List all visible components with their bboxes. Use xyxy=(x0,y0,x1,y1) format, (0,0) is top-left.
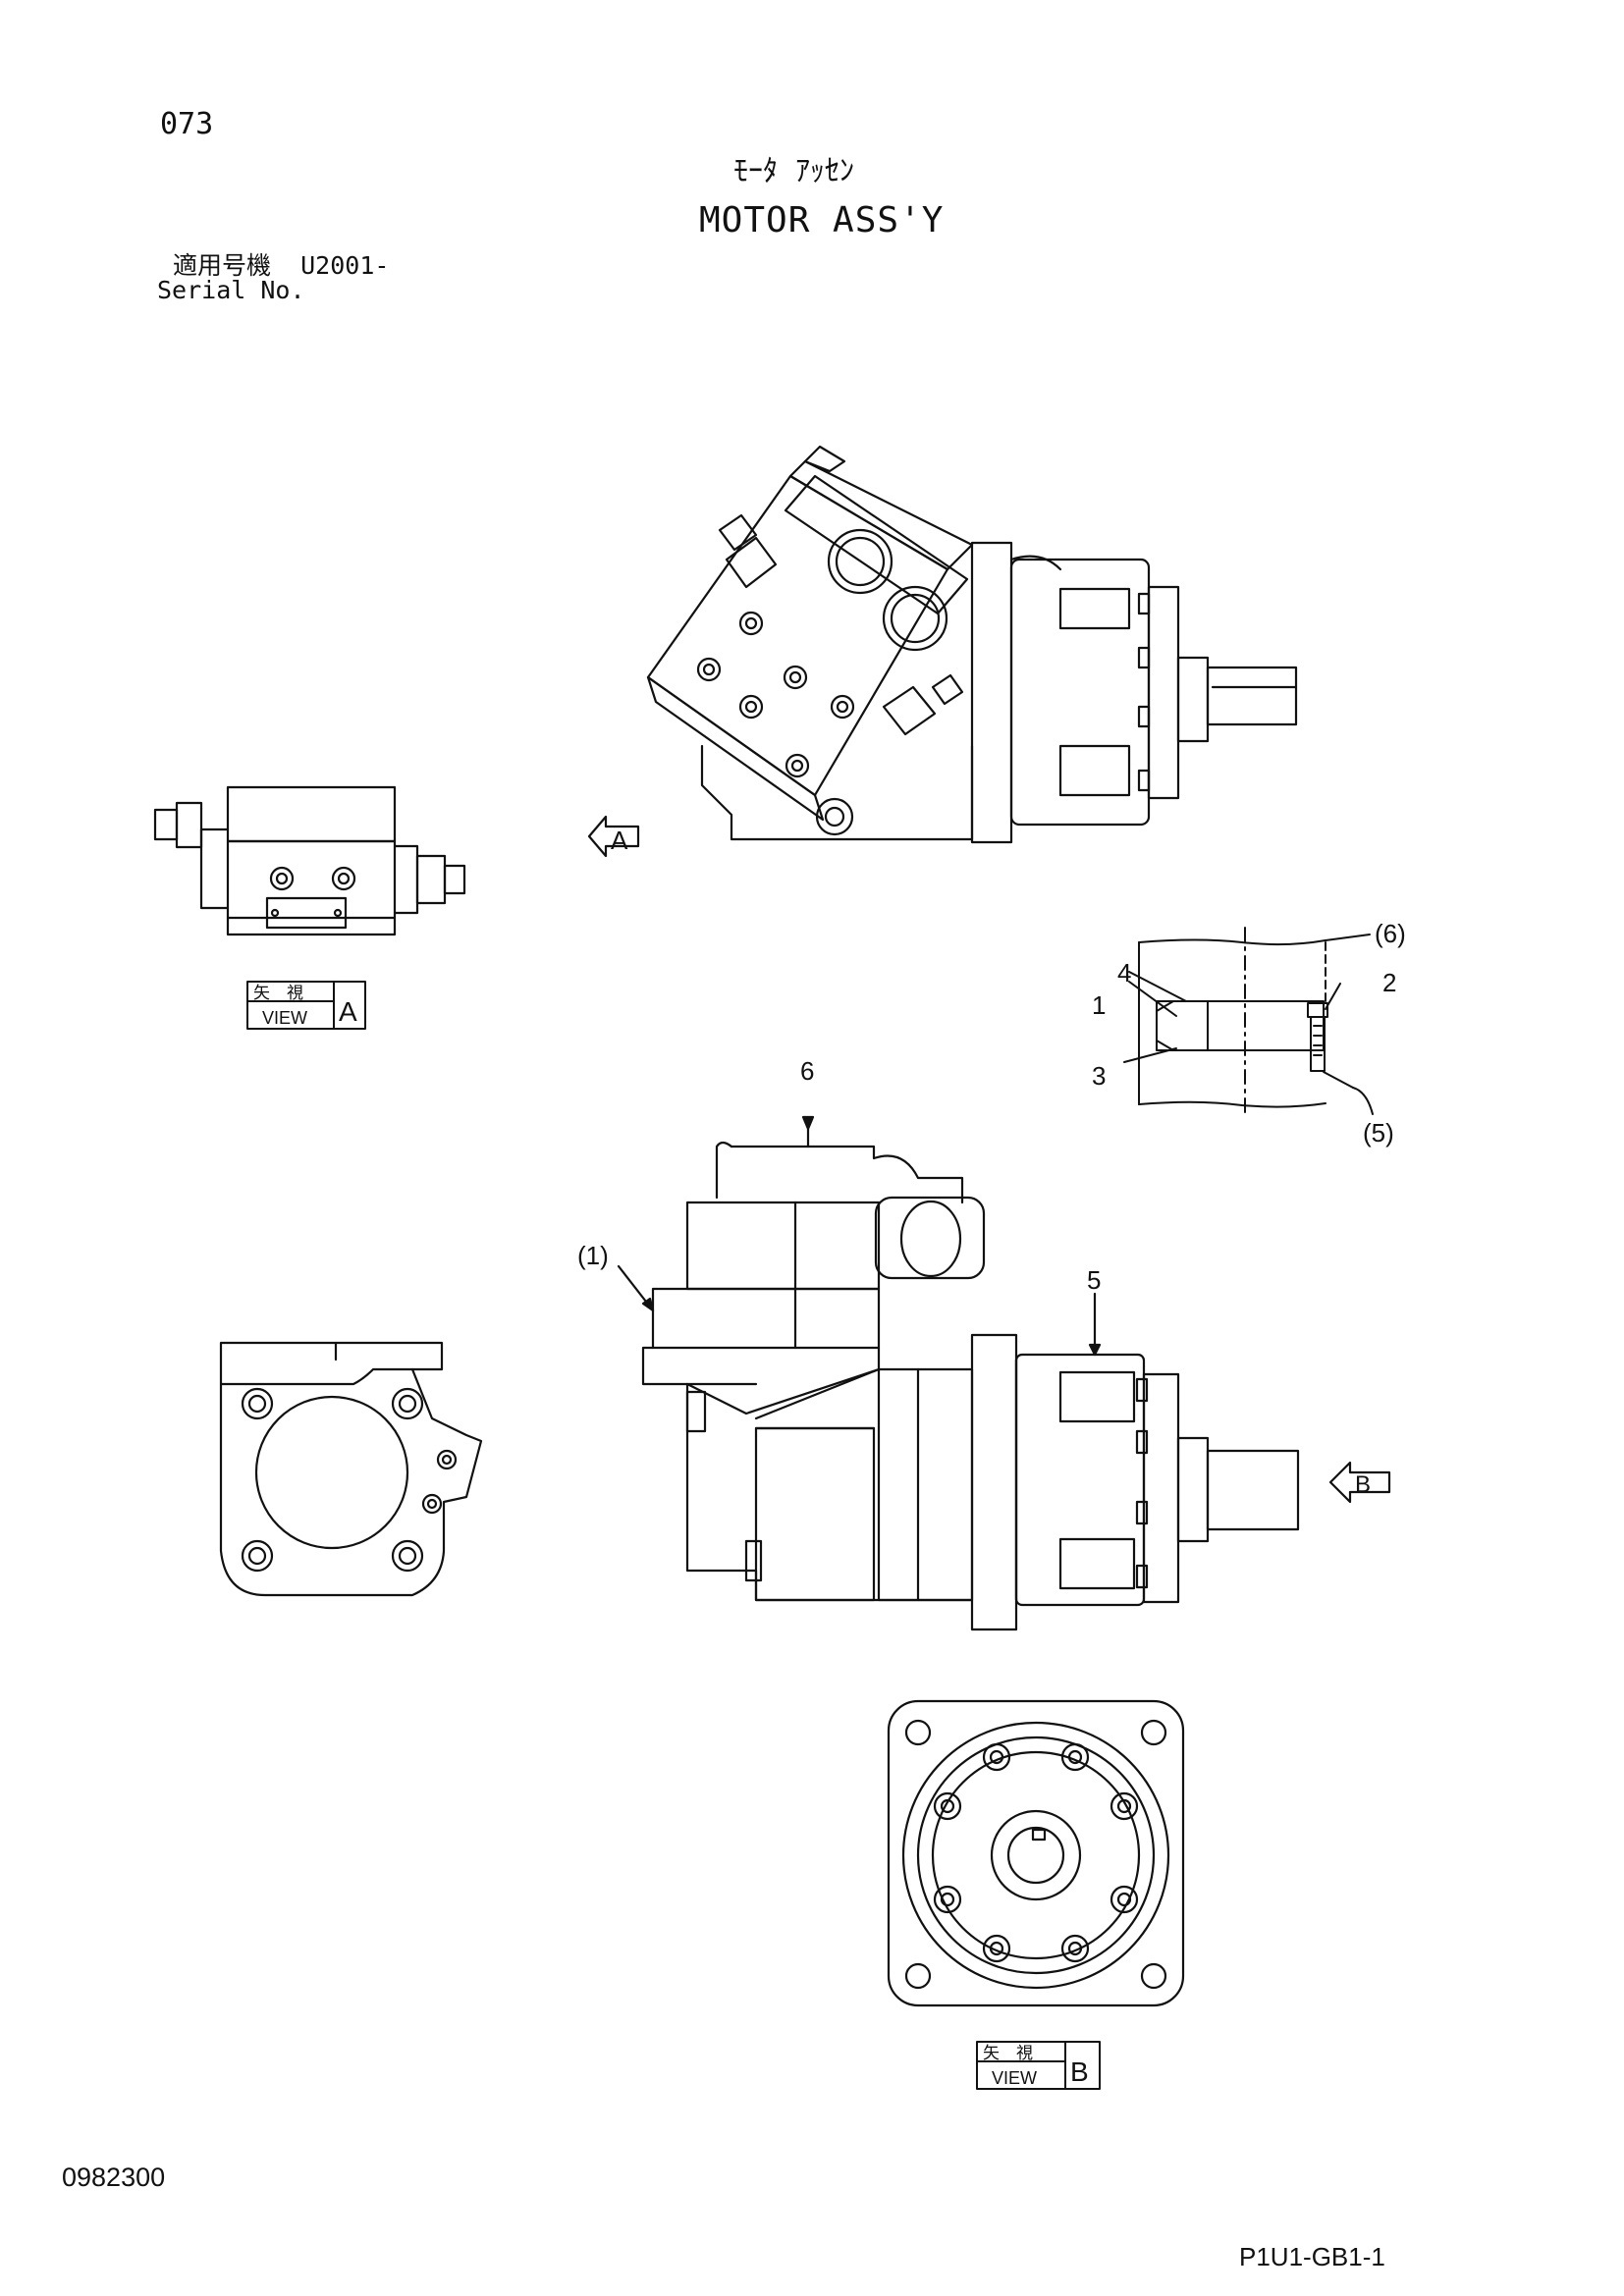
end-cap-side xyxy=(1142,1372,1180,1604)
view-a-letter: A xyxy=(339,996,357,1027)
view-b-outer-ring xyxy=(901,1721,1170,1990)
view-b-flange xyxy=(887,1699,1185,2007)
callout-paren-1: (1) xyxy=(577,1241,609,1270)
view-b-jp: 矢 視 xyxy=(983,2044,1033,2062)
view-b-arrow xyxy=(1328,1461,1391,1504)
end-cap xyxy=(1147,585,1180,800)
view-a-label: VIEW xyxy=(262,1008,307,1028)
view-b-drawing xyxy=(887,1699,1185,2007)
callout-1: 1 xyxy=(1092,990,1106,1020)
view-b-bolts xyxy=(933,1742,1139,1963)
port-a xyxy=(827,528,893,595)
valve-block-top xyxy=(646,474,949,797)
motor-isometric-view xyxy=(646,445,1298,844)
serial-value: U2001- xyxy=(300,251,390,280)
callout-2: 2 xyxy=(1382,968,1396,997)
adapter-housing xyxy=(877,1367,974,1602)
block-bolts xyxy=(696,611,855,778)
figure-code: P1U1-GB1-1 xyxy=(1239,2242,1385,2271)
relief-cartridge xyxy=(874,1196,986,1280)
valve-block-side xyxy=(646,675,825,822)
upper-valve-body xyxy=(685,1201,881,1291)
callout-paren-6: (6) xyxy=(1375,919,1406,948)
output-shaft xyxy=(1206,666,1298,726)
detail-cross-section xyxy=(1123,927,1374,1115)
serial-label-jp: 適用号機 U2001- xyxy=(173,253,389,278)
relief-plug-left xyxy=(725,536,778,589)
view-b-label-box xyxy=(976,2041,1101,2090)
serial-label-jp-text: 適用号機 xyxy=(173,251,272,280)
view-a-arrow xyxy=(587,815,640,858)
view-a-drawing xyxy=(153,785,466,936)
view-b-label: VIEW xyxy=(992,2068,1037,2088)
page-number: 073 xyxy=(160,107,214,141)
motor-flange-side xyxy=(970,1333,1018,1631)
lower-block xyxy=(754,1426,876,1602)
view-a-arrow-letter: A xyxy=(611,826,628,855)
serial-label-en: Serial No. xyxy=(157,276,305,304)
relief-plug-right xyxy=(882,685,937,736)
flange-bolts xyxy=(241,1387,424,1573)
document-number: 0982300 xyxy=(62,2163,166,2192)
detail-plug-body xyxy=(1310,1016,1326,1072)
callout-3: 3 xyxy=(1092,1061,1106,1091)
callout-5: 5 xyxy=(1087,1265,1101,1295)
output-shaft-side xyxy=(1206,1449,1300,1531)
flange-end-view xyxy=(219,1341,483,1597)
callout-6: 6 xyxy=(800,1056,814,1086)
motor-body-side xyxy=(1014,1353,1146,1607)
motor-side-view xyxy=(617,1115,1300,1631)
title-japanese: ﾓｰﾀ ｱｯｾﾝ xyxy=(733,154,855,188)
view-b-letter: B xyxy=(1070,2056,1089,2087)
callout-paren-5: (5) xyxy=(1363,1118,1394,1148)
flange-bore xyxy=(254,1395,409,1550)
view-a-label-box xyxy=(246,981,366,1030)
motor-flange xyxy=(970,541,1013,844)
page-title: MOTOR ASS'Y xyxy=(699,200,945,240)
cover-plate xyxy=(651,1287,881,1350)
view-a-jp: 矢 視 xyxy=(253,984,303,1002)
callout-4: 4 xyxy=(1117,958,1131,988)
view-b-arrow-letter: B xyxy=(1355,1471,1371,1498)
port-b xyxy=(882,585,948,652)
